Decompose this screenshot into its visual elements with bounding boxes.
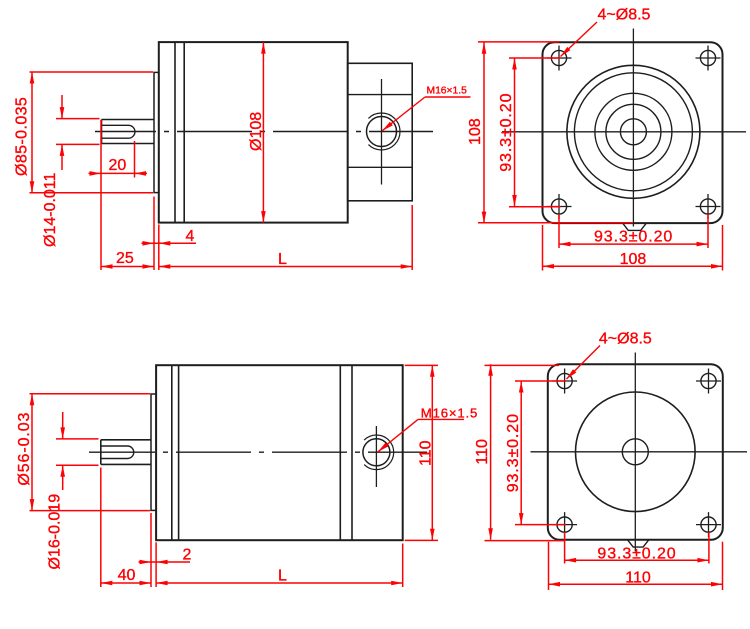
svg-text:2: 2 [183,547,192,564]
svg-text:93.3±0.20: 93.3±0.20 [505,413,522,492]
svg-text:4~Ø8.5: 4~Ø8.5 [598,7,651,24]
svg-text:Ø56-0.03: Ø56-0.03 [16,412,33,486]
svg-text:20: 20 [109,157,127,174]
svg-text:93.3±0.20: 93.3±0.20 [597,545,676,562]
svg-text:4~Ø8.5: 4~Ø8.5 [599,330,652,347]
svg-text:Ø14-0.011: Ø14-0.011 [42,172,59,247]
svg-text:108: 108 [620,251,647,268]
svg-text:93.3±0.20: 93.3±0.20 [498,93,515,172]
svg-text:93.3±0.20: 93.3±0.20 [594,228,673,245]
svg-text:110: 110 [625,569,651,586]
svg-text:40: 40 [118,567,136,584]
svg-text:L: L [278,251,287,268]
svg-text:110: 110 [474,439,491,465]
svg-text:25: 25 [116,250,134,267]
svg-text:Ø108: Ø108 [248,112,265,151]
svg-text:M16×1.5: M16×1.5 [427,86,468,97]
svg-text:Ø16-0.019: Ø16-0.019 [47,494,64,570]
svg-text:Ø85-0.035: Ø85-0.035 [14,97,31,176]
svg-text:4: 4 [186,228,195,245]
svg-text:108: 108 [467,118,484,145]
svg-text:110: 110 [417,440,434,466]
svg-text:L: L [278,567,287,584]
svg-text:M16×1.5: M16×1.5 [421,406,478,421]
